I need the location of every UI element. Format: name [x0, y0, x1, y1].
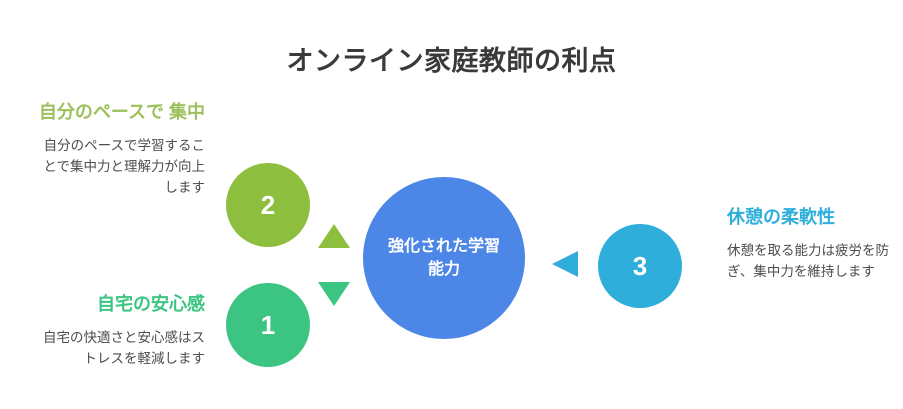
text-block-home-comfort: 自宅の安心感 自宅の快適さと安心感はストレスを軽減します — [33, 292, 205, 370]
heading-self-pace: 自分のペースで 集中 — [38, 102, 205, 122]
heading-home-comfort: 自宅の安心感 — [97, 294, 205, 314]
arrow-left-icon — [552, 251, 578, 277]
arrow-down-icon — [318, 282, 350, 306]
node-number-1: 1 — [260, 309, 276, 340]
node-number-2: 2 — [260, 189, 276, 220]
page-title: オンライン家庭教師の利点 — [286, 46, 617, 76]
node-circle-3[interactable]: 3 — [598, 224, 682, 308]
heading-break-flexibility: 休憩の柔軟性 — [727, 207, 835, 227]
body-home-comfort: 自宅の快適さと安心感はストレスを軽減します — [43, 330, 205, 367]
center-circle[interactable]: 強化された学習 能力 — [363, 177, 525, 339]
body-break-flexibility: 休憩を取る能力は疲労を防ぎ、集中力を維持します — [727, 243, 889, 280]
center-circle-label: 強化された学習 能力 — [387, 237, 500, 278]
node-circle-1[interactable]: 1 — [226, 283, 310, 367]
node-circle-2[interactable]: 2 — [226, 163, 310, 247]
body-self-pace: 自分のペースで学習することで集中力と理解力が向上します — [43, 138, 205, 196]
arrow-up-icon — [318, 224, 350, 248]
node-number-3: 3 — [632, 250, 648, 281]
text-block-self-pace: 自分のペースで 集中 自分のペースで学習することで集中力と理解力が向上します — [33, 100, 205, 199]
text-block-break-flexibility: 休憩の柔軟性 休憩を取る能力は疲労を防ぎ、集中力を維持します — [727, 205, 895, 283]
